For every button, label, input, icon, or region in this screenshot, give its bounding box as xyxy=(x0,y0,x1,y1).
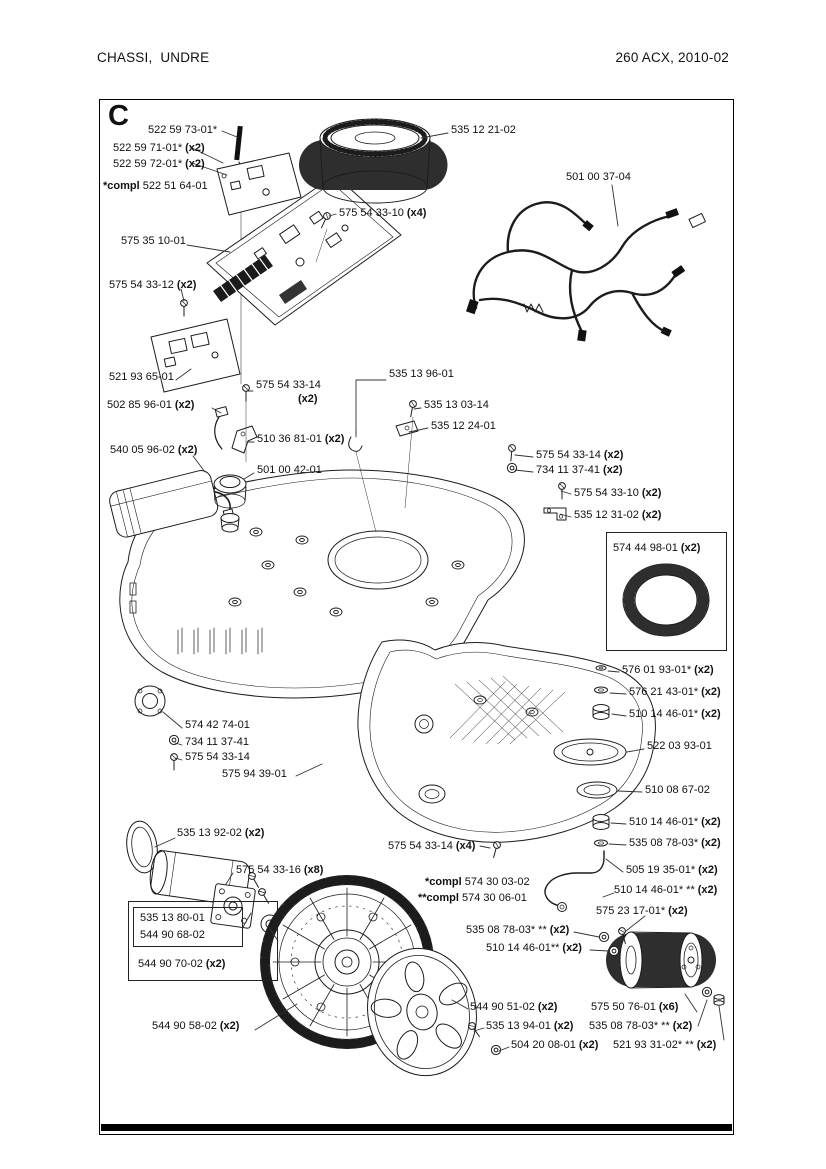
part-label: 575 54 33-14(x2) xyxy=(256,379,321,405)
part-label: 510 14 46-01* **(x2) xyxy=(614,884,718,896)
part-label: 522 03 93-01 xyxy=(647,740,712,752)
part-label: 574 42 74-01 xyxy=(185,719,250,731)
part-label: 510 08 67-02 xyxy=(645,784,710,796)
inset-detail-box xyxy=(606,532,727,651)
relay-pcb-part xyxy=(150,318,241,393)
wheel-cover-part xyxy=(367,947,477,1077)
part-label: 544 90 51-02(x2) xyxy=(470,1001,558,1013)
part-label: 502 85 96-01(x2) xyxy=(107,399,195,411)
part-label: 575 54 33-14(x2) xyxy=(536,449,624,461)
part-label: 522 59 71-01*(x2) xyxy=(113,142,205,154)
label-group-box-inner xyxy=(133,907,243,947)
washer-stack-part xyxy=(592,665,610,847)
part-label: 544 90 58-02(x2) xyxy=(152,1020,240,1032)
page-header-left: CHASSI, UNDRE xyxy=(97,50,210,65)
part-label: 535 08 78-03* **(x2) xyxy=(466,924,570,936)
wiring-harness-part xyxy=(466,201,706,342)
part-label: *compl 522 51 64-01 xyxy=(103,180,208,192)
part-label: 575 54 33-10(x4) xyxy=(339,207,427,219)
plate-part xyxy=(553,738,627,766)
part-label: 544 90 68-02 xyxy=(140,929,205,941)
rod-part xyxy=(544,850,605,912)
crosshatch-area xyxy=(449,675,566,745)
part-label: 535 08 78-03* **(x2) xyxy=(589,1020,693,1032)
part-label: 504 20 08-01(x2) xyxy=(511,1039,599,1051)
part-label: **compl 574 30 06-01 xyxy=(418,892,527,904)
gearbox-part xyxy=(210,883,256,929)
part-label: 521 93 65-01 xyxy=(109,371,174,383)
part-label: 535 13 03-14 xyxy=(424,399,489,411)
part-label: 575 54 33-12(x2) xyxy=(109,279,197,291)
page-header-right: 260 ACX, 2010-02 xyxy=(615,50,729,65)
part-label: 510 36 81-01(x2) xyxy=(257,433,345,445)
part-label: 734 11 37-41(x2) xyxy=(536,464,623,476)
part-label: 575 54 33-14 xyxy=(185,751,250,763)
part-label: 575 54 33-10(x2) xyxy=(574,487,662,499)
part-label: 576 21 43-01*(x2) xyxy=(629,686,721,698)
part-label: 501 00 42-01 xyxy=(257,464,322,476)
part-label: 535 12 31-02(x2) xyxy=(574,509,662,521)
part-label: 575 54 33-16(x8) xyxy=(236,864,324,876)
connector-part xyxy=(214,406,229,450)
main-pcb-part xyxy=(206,174,402,326)
part-label: 535 13 96-01 xyxy=(389,368,454,380)
part-label: 535 13 92-02(x2) xyxy=(177,827,265,839)
sensor-part xyxy=(213,474,247,533)
part-label: 522 59 73-01* xyxy=(148,124,218,136)
diagram-frame xyxy=(99,99,734,1135)
bracket-part xyxy=(231,425,258,454)
top-pcb-part xyxy=(216,152,302,216)
part-label: 575 94 39-01 xyxy=(222,768,287,780)
part-label: 575 35 10-01 xyxy=(121,235,186,247)
label-group-box-outer xyxy=(128,901,278,981)
part-label: 510 14 46-01*(x2) xyxy=(629,816,721,828)
part-label: 535 12 21-02 xyxy=(451,124,516,136)
part-label: 505 19 35-01*(x2) xyxy=(626,864,718,876)
part-label: 575 54 33-14(x4) xyxy=(388,840,476,852)
gasket-part xyxy=(126,820,158,874)
part-label: *compl 574 30 03-02 xyxy=(425,876,530,888)
part-label: 535 08 78-03*(x2) xyxy=(629,837,721,849)
bottom-bar xyxy=(101,1124,732,1131)
section-letter: C xyxy=(108,100,129,132)
part-label: 574 44 98-01(x2) xyxy=(613,542,701,554)
part-label: 575 50 76-01(x6) xyxy=(591,1001,679,1013)
ring-part xyxy=(576,781,618,799)
part-label: 734 11 37-41 xyxy=(185,736,250,748)
part-label: 522 59 72-01*(x2) xyxy=(113,158,205,170)
part-label: 544 90 70-02(x2) xyxy=(138,958,226,970)
part-label: 575 23 17-01*(x2) xyxy=(596,905,688,917)
drum-part xyxy=(299,118,451,204)
part-label: 501 00 37-04 xyxy=(566,171,631,183)
part-label: 540 05 96-02(x2) xyxy=(110,444,198,456)
part-label: 510 14 46-01*(x2) xyxy=(629,708,721,720)
rear-wheel-part xyxy=(606,931,725,1006)
part-label: 576 01 93-01*(x2) xyxy=(622,664,714,676)
inset-wheel-part xyxy=(622,563,710,637)
leader-lines xyxy=(154,130,725,1052)
part-label: 535 13 94-01(x2) xyxy=(486,1020,574,1032)
clamp-part xyxy=(543,507,567,521)
part-label: 535 13 80-01 xyxy=(140,912,205,924)
part-label: 535 12 24-01 xyxy=(431,420,496,432)
chassis-upper-part xyxy=(119,469,525,717)
part-label: 510 14 46-01**(x2) xyxy=(486,942,582,954)
part-label: 521 93 31-02* **(x2) xyxy=(613,1039,717,1051)
